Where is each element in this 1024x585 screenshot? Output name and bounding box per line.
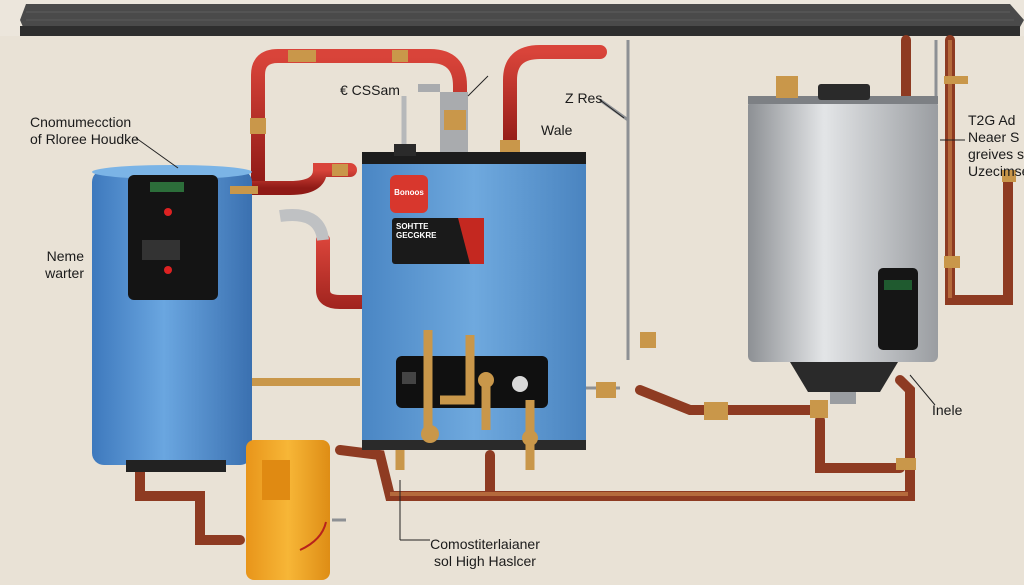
boiler-info-panel-text: SOHTTE GECGKRE bbox=[396, 222, 437, 240]
valve-icon bbox=[478, 372, 494, 388]
label-connection-line-2: of Rloree Houdke bbox=[30, 131, 139, 147]
control-panel-icon bbox=[128, 175, 218, 300]
label-right-heater-line-1: T2G Ad bbox=[968, 112, 1016, 128]
roof-eave bbox=[20, 4, 1024, 36]
label-left-heater-line-2: warter bbox=[45, 265, 84, 281]
boiler-brand-badge-text: Bonoos bbox=[394, 188, 424, 197]
label-right-heater-line-4: Uzecimsen bbox=[968, 163, 1024, 179]
chrome-elbow bbox=[279, 209, 329, 242]
label-right-heater-line-2: Neaer S bbox=[968, 129, 1020, 145]
valve-icon bbox=[421, 425, 439, 443]
label-right-bottom: Inele bbox=[932, 402, 963, 418]
label-left-heater-line-1: Neme bbox=[46, 248, 84, 264]
label-connection-line-1: Cnomumecction bbox=[30, 114, 132, 130]
label-connection-title: Cnomumecction of Rloree Houdke bbox=[30, 114, 150, 148]
label-right-heater: T2G Ad Neaer S greives s Uzecimsen bbox=[968, 112, 1024, 180]
boiler-valve-assembly bbox=[395, 330, 535, 470]
orange-heater-unit bbox=[246, 440, 346, 580]
label-right-heater-line-3: greives s bbox=[968, 146, 1024, 162]
left-water-heater-tank bbox=[92, 165, 252, 472]
label-top-right-small: Z Res bbox=[565, 90, 603, 106]
gauge-icon bbox=[512, 376, 528, 392]
right-steel-water-heater bbox=[748, 76, 938, 404]
right-fittings bbox=[596, 76, 1016, 470]
label-top-center: € CSSam bbox=[340, 82, 400, 98]
callout-lines bbox=[135, 75, 965, 541]
label-bottom-line-2: sol High Haslcer bbox=[434, 553, 536, 569]
label-top-right-word: Wale bbox=[541, 122, 573, 138]
brass-couplings bbox=[250, 50, 656, 348]
center-flue-fittings bbox=[394, 84, 468, 156]
brand-badge bbox=[390, 175, 428, 213]
valve-icon bbox=[522, 430, 538, 446]
red-supply-pipes bbox=[223, 33, 911, 397]
vent-cap-icon bbox=[818, 84, 870, 100]
label-left-heater: Neme warter bbox=[18, 248, 84, 282]
label-bottom-line-1: Comostiterlaianer bbox=[430, 536, 540, 552]
left-tank-fittings bbox=[230, 186, 360, 386]
label-bottom-caption: Comostiterlaianer sol High Haslcer bbox=[410, 536, 560, 570]
